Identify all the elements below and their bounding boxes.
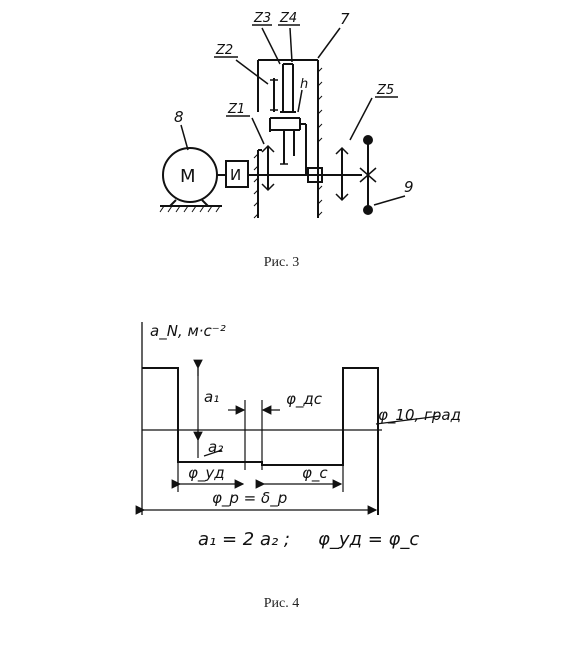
figure-4-caption: Рис. 4 [263, 596, 300, 611]
output-bearing [307, 167, 323, 183]
label-z1: Z1 [227, 102, 245, 117]
label-z3: Z3 [253, 11, 271, 26]
label-h: h [300, 77, 308, 92]
link-9-bottom-joint [363, 205, 373, 215]
label-9: 9 [404, 178, 414, 196]
label-z4: Z4 [279, 11, 297, 26]
label-motor: M [180, 166, 196, 187]
link-9-top-joint [363, 135, 373, 145]
label-8: 8 [174, 108, 184, 126]
figure-3-caption: Рис. 3 [263, 255, 300, 270]
label-z2: Z2 [215, 43, 233, 58]
label-7: 7 [340, 10, 350, 28]
label-z5: Z5 [376, 83, 394, 98]
label-coupling: И [230, 166, 241, 184]
